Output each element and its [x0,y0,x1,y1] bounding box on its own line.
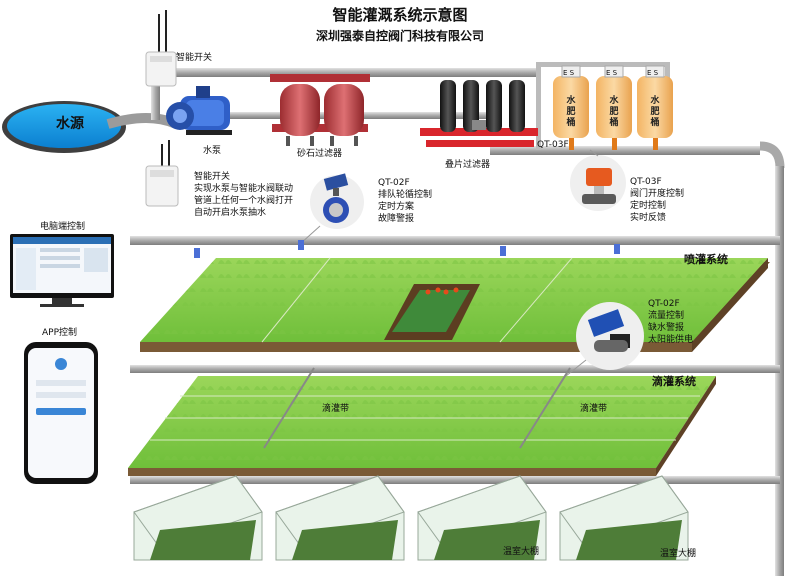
tank-tag-3: E S [647,69,659,77]
smart-switch-device-bottom [145,140,179,207]
qt03f-right-line: 实时反馈 [630,213,667,223]
water-source-pond [2,101,126,153]
smart-switch-description: 智能开关 实现水泵与智能水阀联动 管道上任何一个水阀打开 自动开启水泵抽水 [194,171,293,219]
qt02f-solar-line: 太阳能供电 [648,335,694,345]
fertilizer-tank [553,65,589,150]
diagram-title: 智能灌溉系统示意图 [332,6,468,24]
qt03f-right-description: QT-03F 阀门开度控制 定时控制 实时反馈 [630,176,684,224]
qt02f-solar-line: 缺水警报 [648,323,685,333]
fertilizer-tank [596,65,632,150]
pump-label: 水泵 [203,146,222,156]
qt02f-top-description: QT-02F 排队轮循控制 定时方案 故障警报 [378,177,432,225]
qt03f-right-line: 阀门开度控制 [630,189,685,199]
drip-tape-label: 滴灌带 [580,404,608,414]
qt02f-solar-description: QT-02F 流量控制 缺水警报 太阳能供电 [648,298,693,346]
smart-switch-line: 自动开启水泵抽水 [194,208,267,218]
pc-monitor [10,234,114,307]
water-pump [166,86,232,135]
qt02f-butterfly-valve [299,173,364,245]
sand-filter [270,74,370,146]
qt02f-top-line: 排队轮循控制 [378,190,433,200]
qt02f-top-line: 定时方案 [378,202,415,212]
tank-label-2: 水肥桶 [609,96,619,128]
water-source-label: 水源 [56,116,84,132]
drip-tape-label: 滴灌带 [322,404,350,414]
smart-switch-top-label: 智能开关 [176,53,213,63]
disc-filter [420,80,538,147]
phone [24,342,98,484]
greenhouse [133,475,263,561]
fertilizer-tank [637,65,673,150]
greenhouse [559,475,689,561]
tank-tag-2: E S [606,69,618,77]
greenhouses [133,475,689,561]
sprinkler-system-label: 喷灌系统 [684,253,728,266]
greenhouse [275,475,405,561]
greenhouse-label: 温室大棚 [660,549,697,559]
company-name: 深圳强泰自控阀门科技有限公司 [315,29,484,43]
disc-filter-label: 叠片过滤器 [445,160,491,170]
smart-switch-line: 管道上任何一个水阀打开 [194,196,294,206]
qt02f-top-line: 故障警报 [378,214,415,224]
qt02f-solar-valve [565,302,644,377]
app-control-label: APP控制 [42,328,78,338]
qt03f-valve-device [570,149,626,211]
qt03f-right-title: QT-03F [630,177,662,187]
greenhouse-label: 温室大棚 [503,547,540,557]
smart-switch-line: 实现水泵与智能水阀联动 [194,184,294,194]
pc-control-label: 电脑端控制 [40,222,86,232]
tank-label-3: 水肥桶 [650,96,660,128]
drip-field [128,367,716,476]
sand-filter-label: 砂石过滤器 [297,149,343,159]
qt03f-top-label: QT-03F [537,140,569,150]
tank-label-1: 水肥桶 [566,96,576,128]
fertilizer-tanks [553,65,673,150]
tank-tag-1: E S [563,69,575,77]
smart-switch-block-title: 智能开关 [194,172,231,182]
drip-system-label: 滴灌系统 [652,375,696,388]
qt02f-solar-line: 流量控制 [648,311,685,321]
qt02f-solar-title: QT-02F [648,299,680,309]
sprinkler-heads [194,240,620,258]
qt02f-top-title: QT-02F [378,178,410,188]
qt03f-right-line: 定时控制 [630,201,667,211]
smart-switch-device-top [145,10,177,87]
greenhouse [417,475,547,561]
